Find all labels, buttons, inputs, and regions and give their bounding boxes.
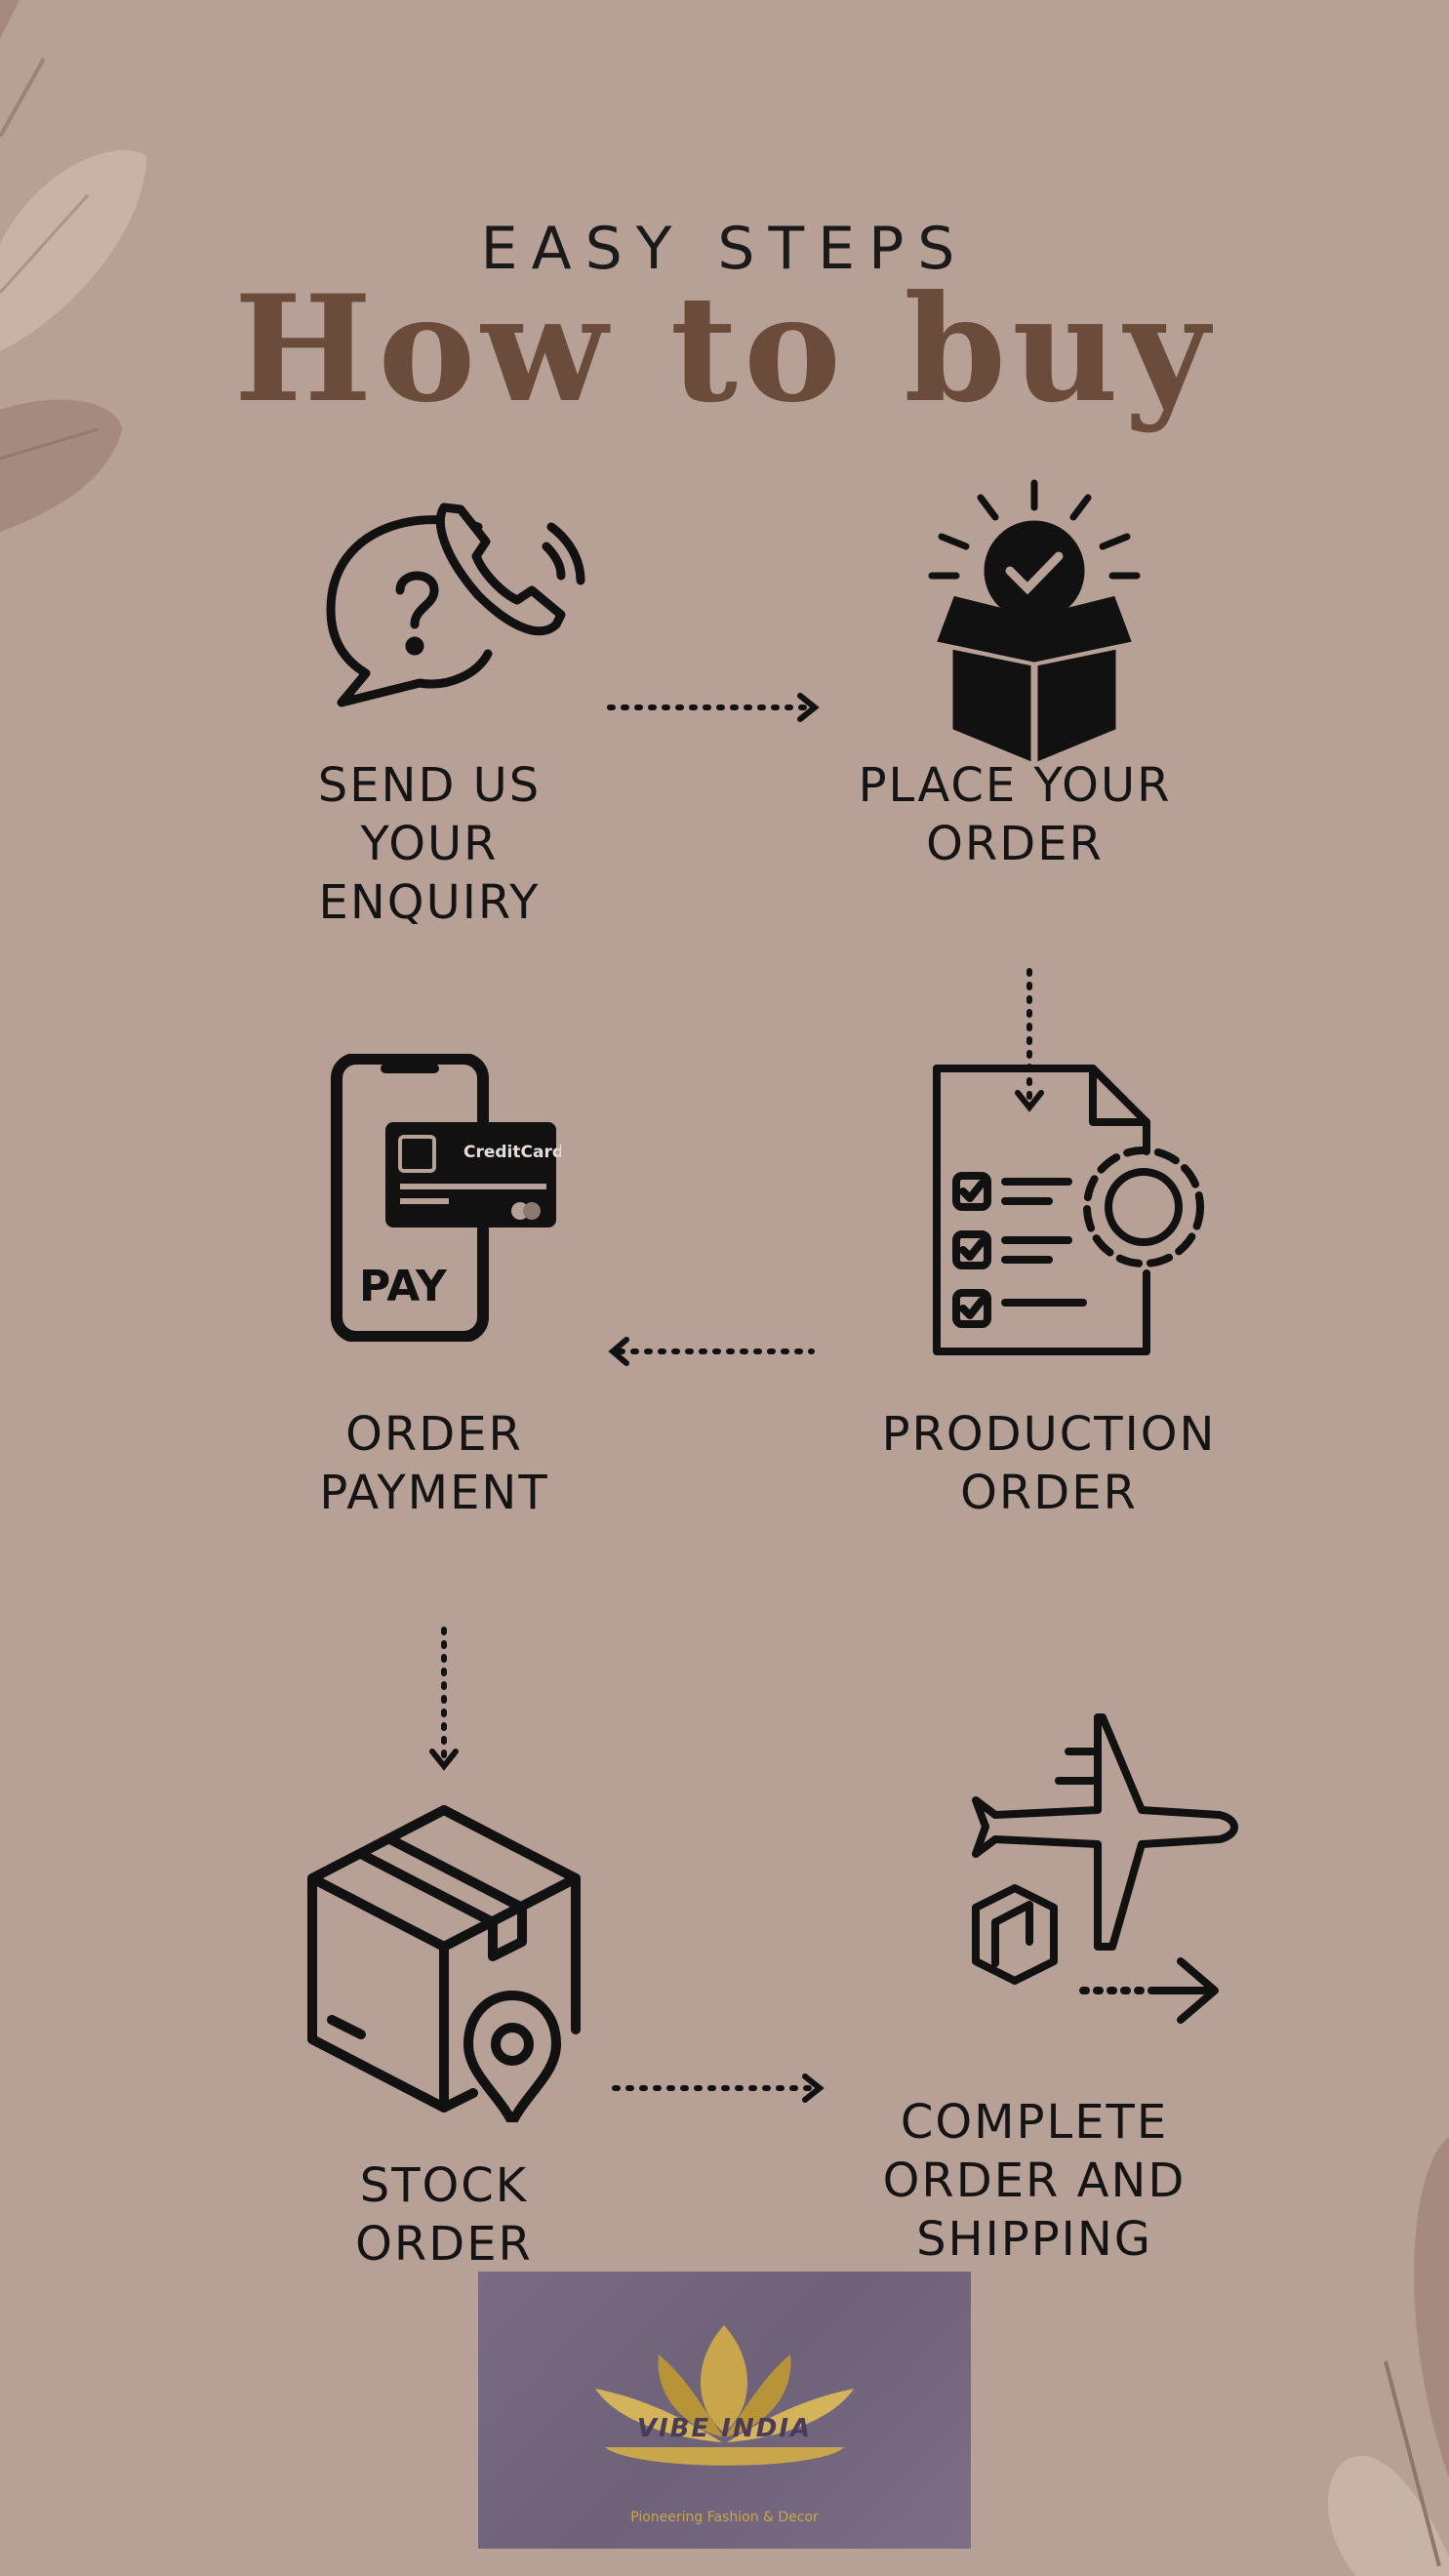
arrow-left-1 (608, 1337, 815, 1366)
vibe-india-logo: VIBE INDIA Pioneering Fashion & Decor (478, 2272, 971, 2549)
plane-package-icon (937, 1708, 1239, 2044)
logo-tagline: Pioneering Fashion & Decor (630, 2510, 819, 2525)
arrow-right-2 (612, 2073, 825, 2103)
step-label-complete-shipping: COMPLETE ORDER AND SHIPPING (882, 2095, 1187, 2267)
page-title: How to buy (233, 263, 1216, 435)
document-gear-icon (917, 1059, 1215, 1361)
phone-pay-icon: CreditCard PAY (327, 1054, 561, 1342)
arrow-down-1 (1015, 968, 1044, 1112)
leaf-decoration-top-left (0, 0, 146, 532)
box-check-icon (912, 473, 1156, 766)
card-text: CreditCard (463, 1143, 561, 1162)
arrow-down-2 (429, 1627, 459, 1771)
phone-chat-icon (312, 478, 605, 722)
step-label-stock: STOCK ORDER (355, 2158, 533, 2272)
pay-text: PAY (359, 1262, 448, 1311)
lotus-icon (595, 2325, 854, 2466)
step-label-payment: ORDER PAYMENT (319, 1407, 549, 1520)
logo-name: VIBE INDIA (636, 2414, 813, 2443)
step-label-production: PRODUCTION ORDER (881, 1407, 1217, 1520)
eyebrow-heading: EASY STEPS (480, 215, 969, 283)
box-location-icon (302, 1800, 585, 2122)
step-label-place-order: PLACE YOUR ORDER (858, 758, 1172, 871)
arrow-right-1 (607, 693, 820, 722)
leaf-decoration-bottom-right (1328, 2137, 1449, 2576)
step-label-enquiry: SEND US YOUR ENQUIRY (317, 758, 542, 930)
